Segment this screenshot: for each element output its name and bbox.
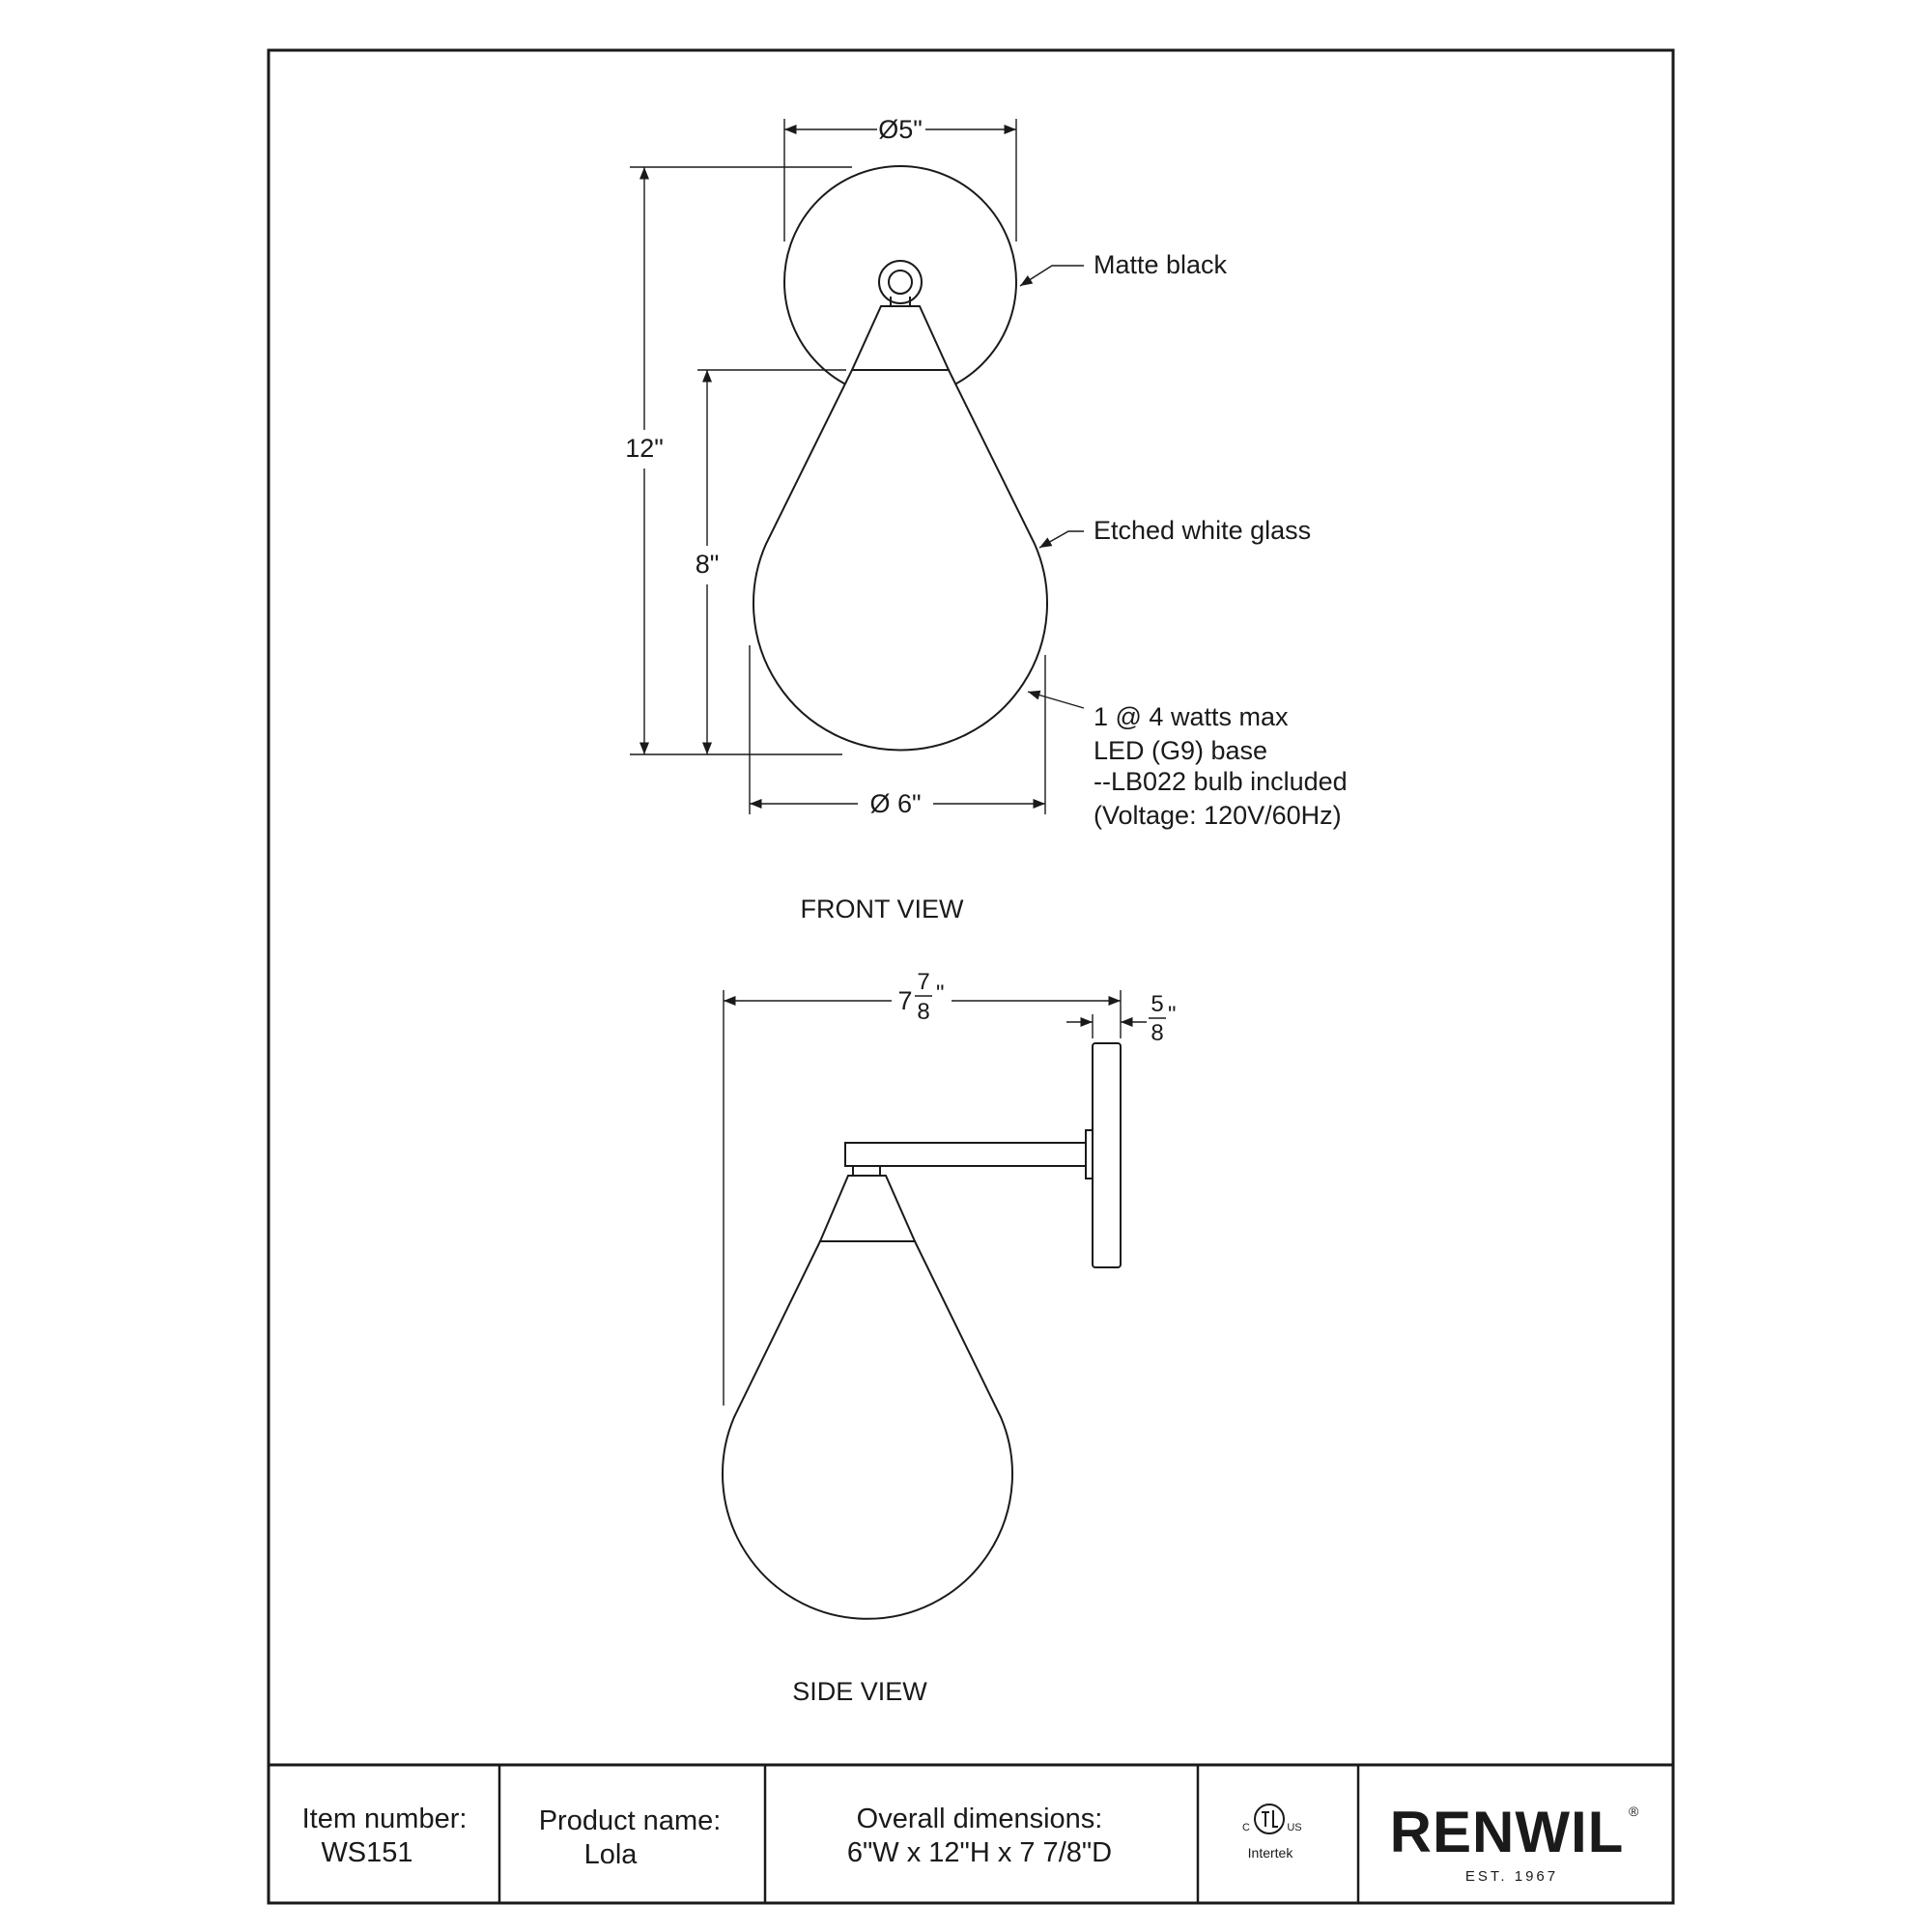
dim-glass-diameter: Ø 6" [869,789,921,818]
brand-established: EST. 1967 [1465,1868,1558,1885]
side-wall-plate [1092,1042,1122,1268]
front-view-dimensions: Ø5" 12" 8" Ø 6" [625,115,1046,818]
note-bulb-line-4: (Voltage: 120V/60Hz) [1094,801,1342,830]
etl-logo-icon [1254,1804,1285,1834]
front-mount-knob-inner [888,270,913,295]
etl-us-mark: US [1287,1822,1301,1833]
side-plate-collar [1085,1129,1094,1179]
dim-depth-numerator: 7 [917,969,929,995]
item-number-label: Item number: [302,1804,468,1834]
front-socket-cone [850,305,951,371]
side-view-dimensions: 7 7 8 " 5 8 " [723,969,1177,1406]
note-bulb-line-3: --LB022 bulb included [1094,767,1348,796]
dim-glass-height: 8" [696,550,720,579]
product-name-value: Lola [584,1839,639,1870]
dim-canopy-denominator: 8 [1151,1020,1163,1046]
dim-overall-height: 12" [625,434,664,463]
dim-depth-denominator: 8 [917,999,929,1025]
front-view-drawing [753,165,1048,752]
dim-canopy-numerator: 5 [1151,991,1163,1017]
dim-canopy-unit: " [1168,1002,1177,1028]
front-glass-shade [753,369,1048,752]
note-bulb-line-2: LED (G9) base [1094,736,1267,765]
overall-dimensions-value: 6"W x 12"H x 7 7/8"D [847,1837,1112,1868]
side-glass-shade [722,1240,1013,1620]
side-socket-coupler [852,1165,881,1177]
overall-dimensions-label: Overall dimensions: [857,1804,1103,1834]
sheet-border [267,48,1675,1905]
side-socket-cone [818,1175,917,1242]
side-view-drawing [722,1042,1122,1620]
etl-intertek-text: Intertek [1248,1845,1294,1861]
brand-registered-mark: ® [1629,1804,1639,1819]
front-mount-knob-outer [878,260,923,304]
dim-canopy-diameter: Ø5" [878,115,923,144]
product-name-label: Product name: [539,1805,722,1836]
side-view-label: SIDE VIEW [792,1677,927,1706]
item-number-value: WS151 [321,1837,412,1868]
etl-certification-mark: C US Intertek [1242,1804,1302,1861]
dim-depth-unit: " [936,980,945,1007]
brand-logo: RENWIL [1390,1800,1625,1864]
note-bulb-line-1: 1 @ 4 watts max [1094,702,1289,731]
note-finish: Matte black [1094,250,1228,279]
front-view-label: FRONT VIEW [800,895,964,923]
dim-depth-whole: 7 [897,986,912,1015]
etl-c-mark: C [1242,1822,1250,1833]
front-view-notes: Matte black Etched white glass 1 @ 4 wat… [1019,250,1348,830]
note-glass: Etched white glass [1094,516,1311,545]
side-arm [844,1142,1087,1167]
title-block: Item number: WS151 Product name: Lola Ov… [269,1763,1673,1903]
